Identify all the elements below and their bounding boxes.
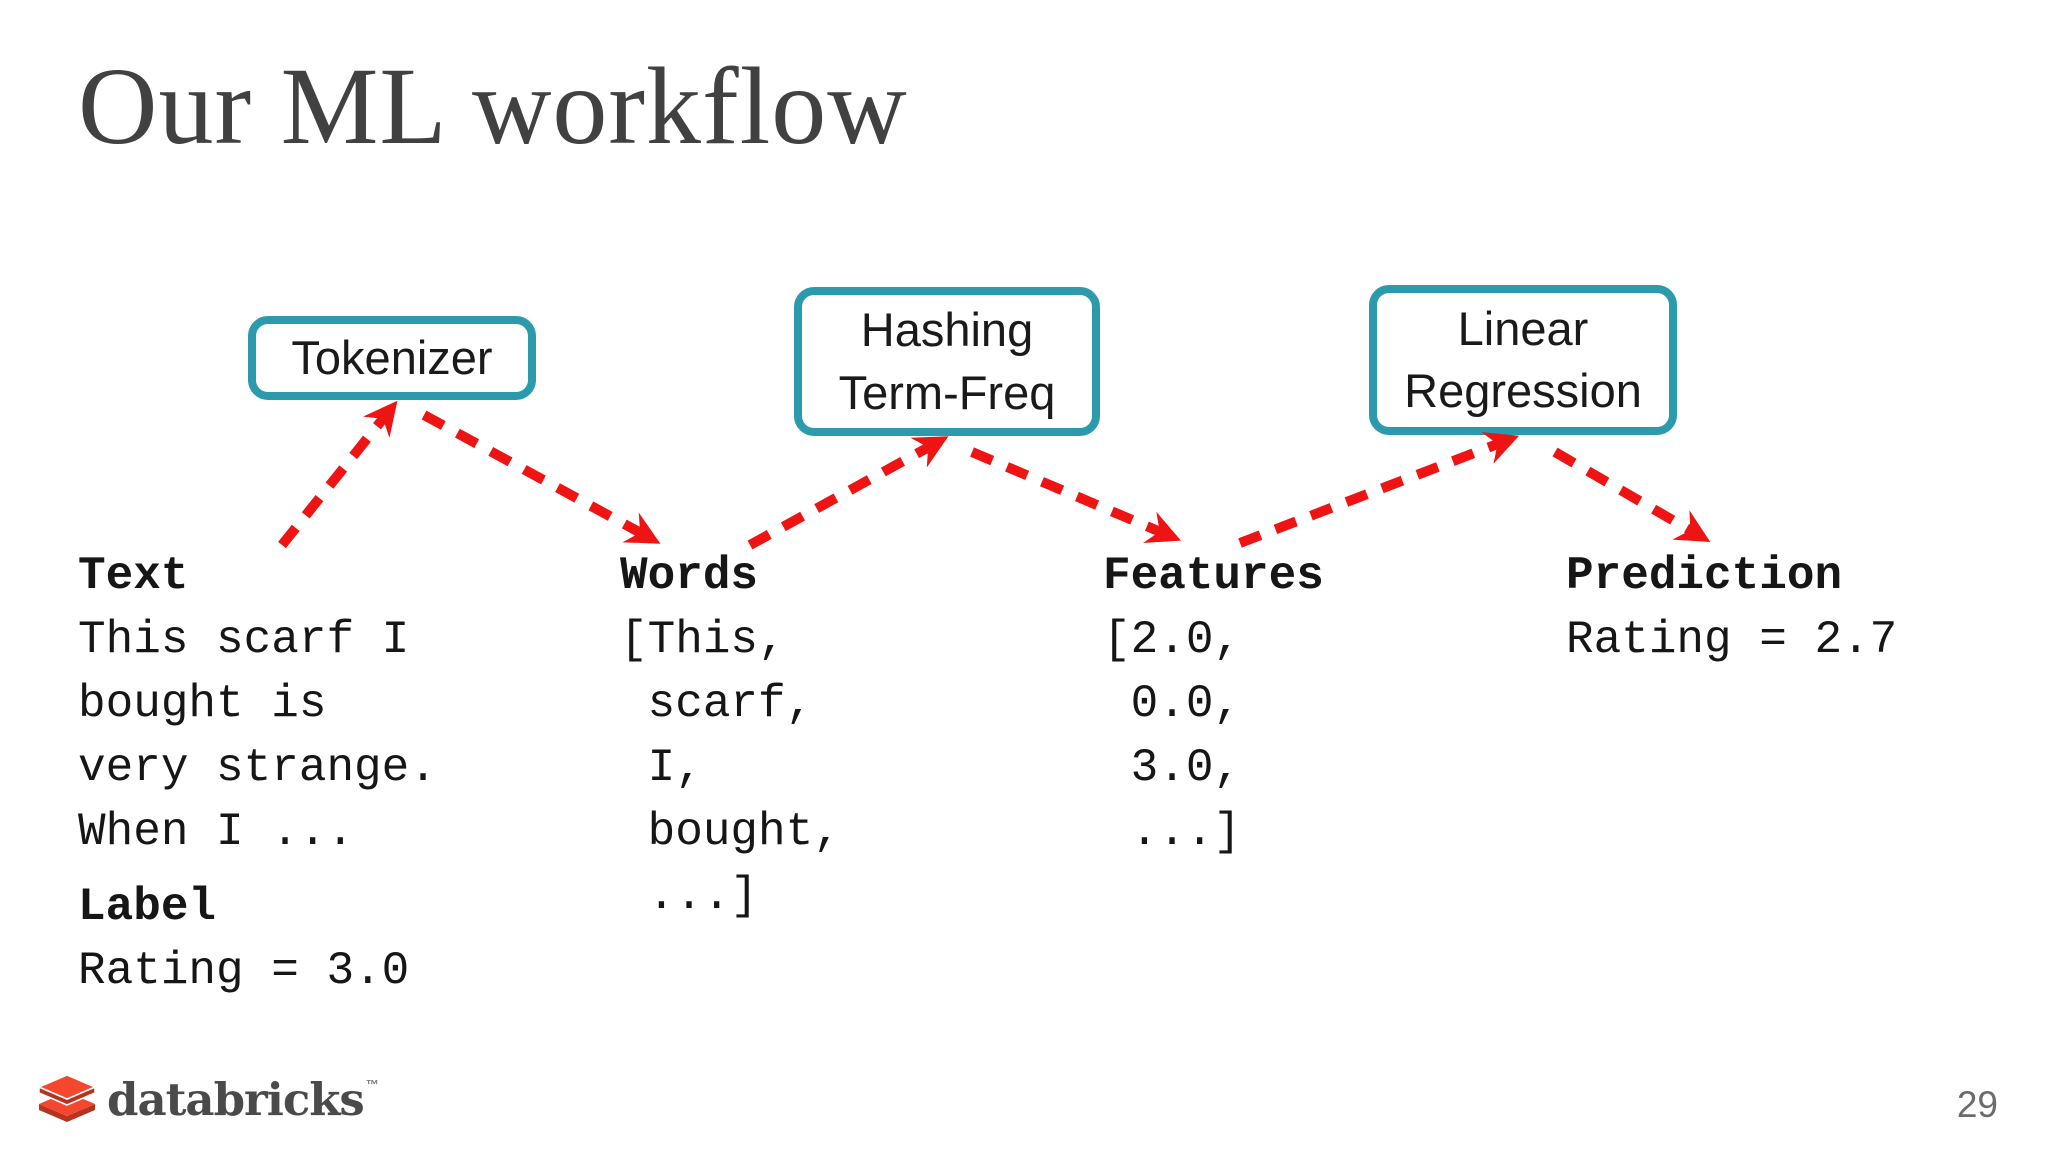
column-heading-prediction: Prediction [1566,550,1843,602]
column-body-words: [This, scarf, I, bought, ...] [620,614,841,922]
arrow-linear-to-prediction [1552,447,1711,542]
column-text: Text This scarf I bought is very strange… [78,544,437,1003]
arrow-features-to-linear [1238,432,1520,548]
column-heading-words: Words [620,550,759,602]
column-heading-label: Label [78,881,217,933]
node-label: Hashing Term-Freq [838,303,1056,419]
arrow-words-to-hashing [747,436,949,550]
column-body-text: This scarf I bought is very strange. Whe… [78,614,437,858]
column-heading-text: Text [78,550,189,602]
page-number: 29 [1956,1084,1998,1125]
column-prediction: Prediction Rating = 2.7 [1566,544,1897,672]
column-heading-features: Features [1103,550,1324,602]
databricks-bricks-icon [37,1074,97,1122]
trademark-symbol: ™ [365,1076,379,1092]
column-words: Words [This, scarf, I, bought, ...] [620,544,841,928]
column-body-features: [2.0, 0.0, 3.0, ...] [1103,614,1242,858]
column-body-label: Rating = 3.0 [78,945,410,997]
arrow-hashing-to-features [970,447,1181,544]
column-body-prediction: Rating = 2.7 [1566,614,1898,666]
column-features: Features [2.0, 0.0, 3.0, ...] [1103,544,1324,864]
arrow-tokenizer-to-words [421,410,661,544]
workflow-node-hashing-term-freq: Hashing Term-Freq [794,287,1100,436]
workflow-node-linear-regression: Linear Regression [1369,285,1677,435]
node-label: Linear Regression [1404,301,1642,417]
arrow-text-to-tokenizer [278,400,398,549]
slide-title: Our ML workflow [78,45,908,167]
node-label: Tokenizer [291,330,493,384]
workflow-node-tokenizer: Tokenizer [248,316,536,400]
